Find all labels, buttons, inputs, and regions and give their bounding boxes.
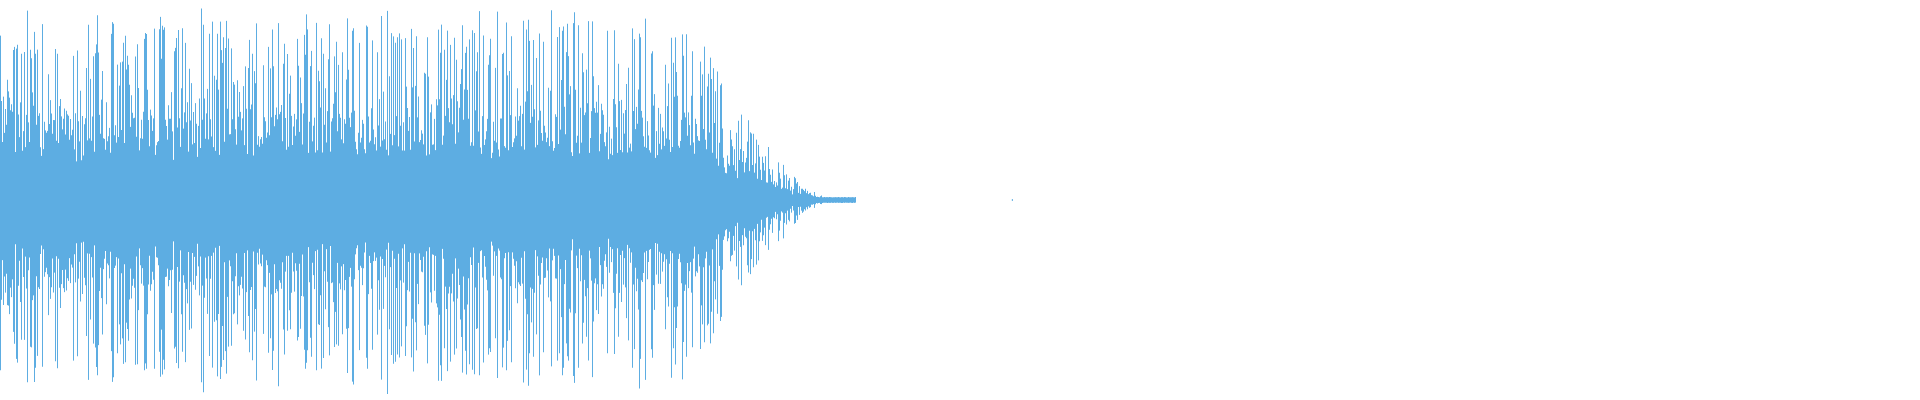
waveform-samples [0,8,1013,394]
